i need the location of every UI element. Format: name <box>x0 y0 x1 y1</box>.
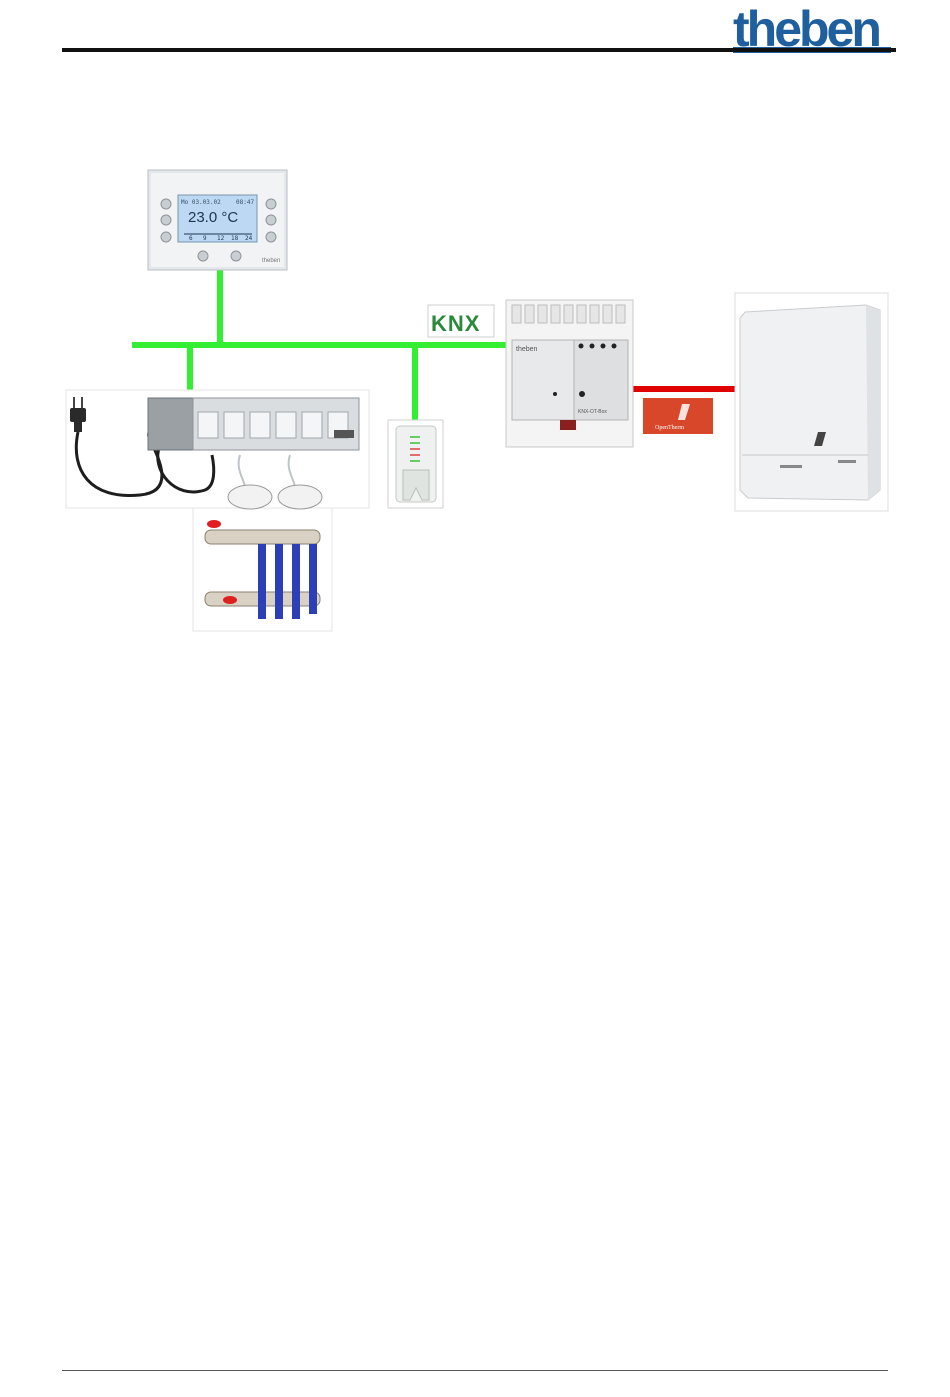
gateway-model: KNX-OT-Box <box>578 409 607 415</box>
button-bottom-1 <box>198 251 208 261</box>
gateway-terminal <box>512 305 521 323</box>
knx-ot-box-gateway: theben KNX-OT-Box <box>506 300 633 447</box>
thermostat-scale-label: 9 <box>203 235 207 242</box>
gateway-terminal <box>616 305 625 323</box>
opentherm-label: OpenTherm <box>655 425 684 431</box>
button-left-1 <box>161 199 171 209</box>
room-thermostat: Mo 03.03.02 08:47 23.0 °C 6 9 12 18 24 thebe… <box>148 170 287 270</box>
opentherm-badge: OpenTherm <box>643 398 713 434</box>
gateway-terminal <box>538 305 547 323</box>
thermostat-date: Mo 03.03.02 <box>181 199 221 206</box>
gateway-terminal <box>603 305 612 323</box>
thermostat-scale-label: 6 <box>189 235 193 242</box>
knx-logo: KNX <box>428 305 494 337</box>
footer-rule <box>62 1370 888 1371</box>
room-sensor <box>388 420 443 508</box>
gateway-brand: theben <box>516 346 538 353</box>
valve-drive-1 <box>228 485 272 509</box>
button-bottom-2 <box>231 251 241 261</box>
thermostat-scale-label: 24 <box>245 235 253 242</box>
manifold-supply-bar <box>205 530 320 544</box>
button-right-1 <box>266 199 276 209</box>
button-left-3 <box>161 232 171 242</box>
gateway-terminal <box>590 305 599 323</box>
thermostat-temperature: 23.0 °C <box>188 209 238 226</box>
actuator-channel <box>276 412 296 438</box>
gateway-terminals <box>512 305 625 323</box>
actuator-brand-plate <box>334 430 354 438</box>
actuator-channel <box>198 412 218 438</box>
gateway-terminal <box>564 305 573 323</box>
knx-logo-text: KNX <box>431 311 480 336</box>
actuator-channel <box>250 412 270 438</box>
button-right-2 <box>266 215 276 225</box>
return-valve-handle <box>223 596 237 604</box>
thermostat-brand: theben <box>262 258 280 264</box>
valve-drive-2 <box>278 485 322 509</box>
gateway-terminal <box>525 305 534 323</box>
thermostat-scale-label: 12 <box>217 235 225 242</box>
thermostat-time: 08:47 <box>236 199 254 206</box>
actuator-power-module <box>148 398 193 450</box>
gateway-terminal <box>577 305 586 323</box>
boiler <box>735 293 888 511</box>
actuator-channel <box>224 412 244 438</box>
button-right-3 <box>266 232 276 242</box>
gateway-bus-terminal <box>560 420 576 430</box>
thermostat-scale-label: 18 <box>231 235 239 242</box>
button-left-2 <box>161 215 171 225</box>
supply-valve-handle <box>207 520 221 528</box>
gateway-terminal <box>551 305 560 323</box>
heating-actuator-unit <box>66 390 369 508</box>
actuator-channel <box>302 412 322 438</box>
